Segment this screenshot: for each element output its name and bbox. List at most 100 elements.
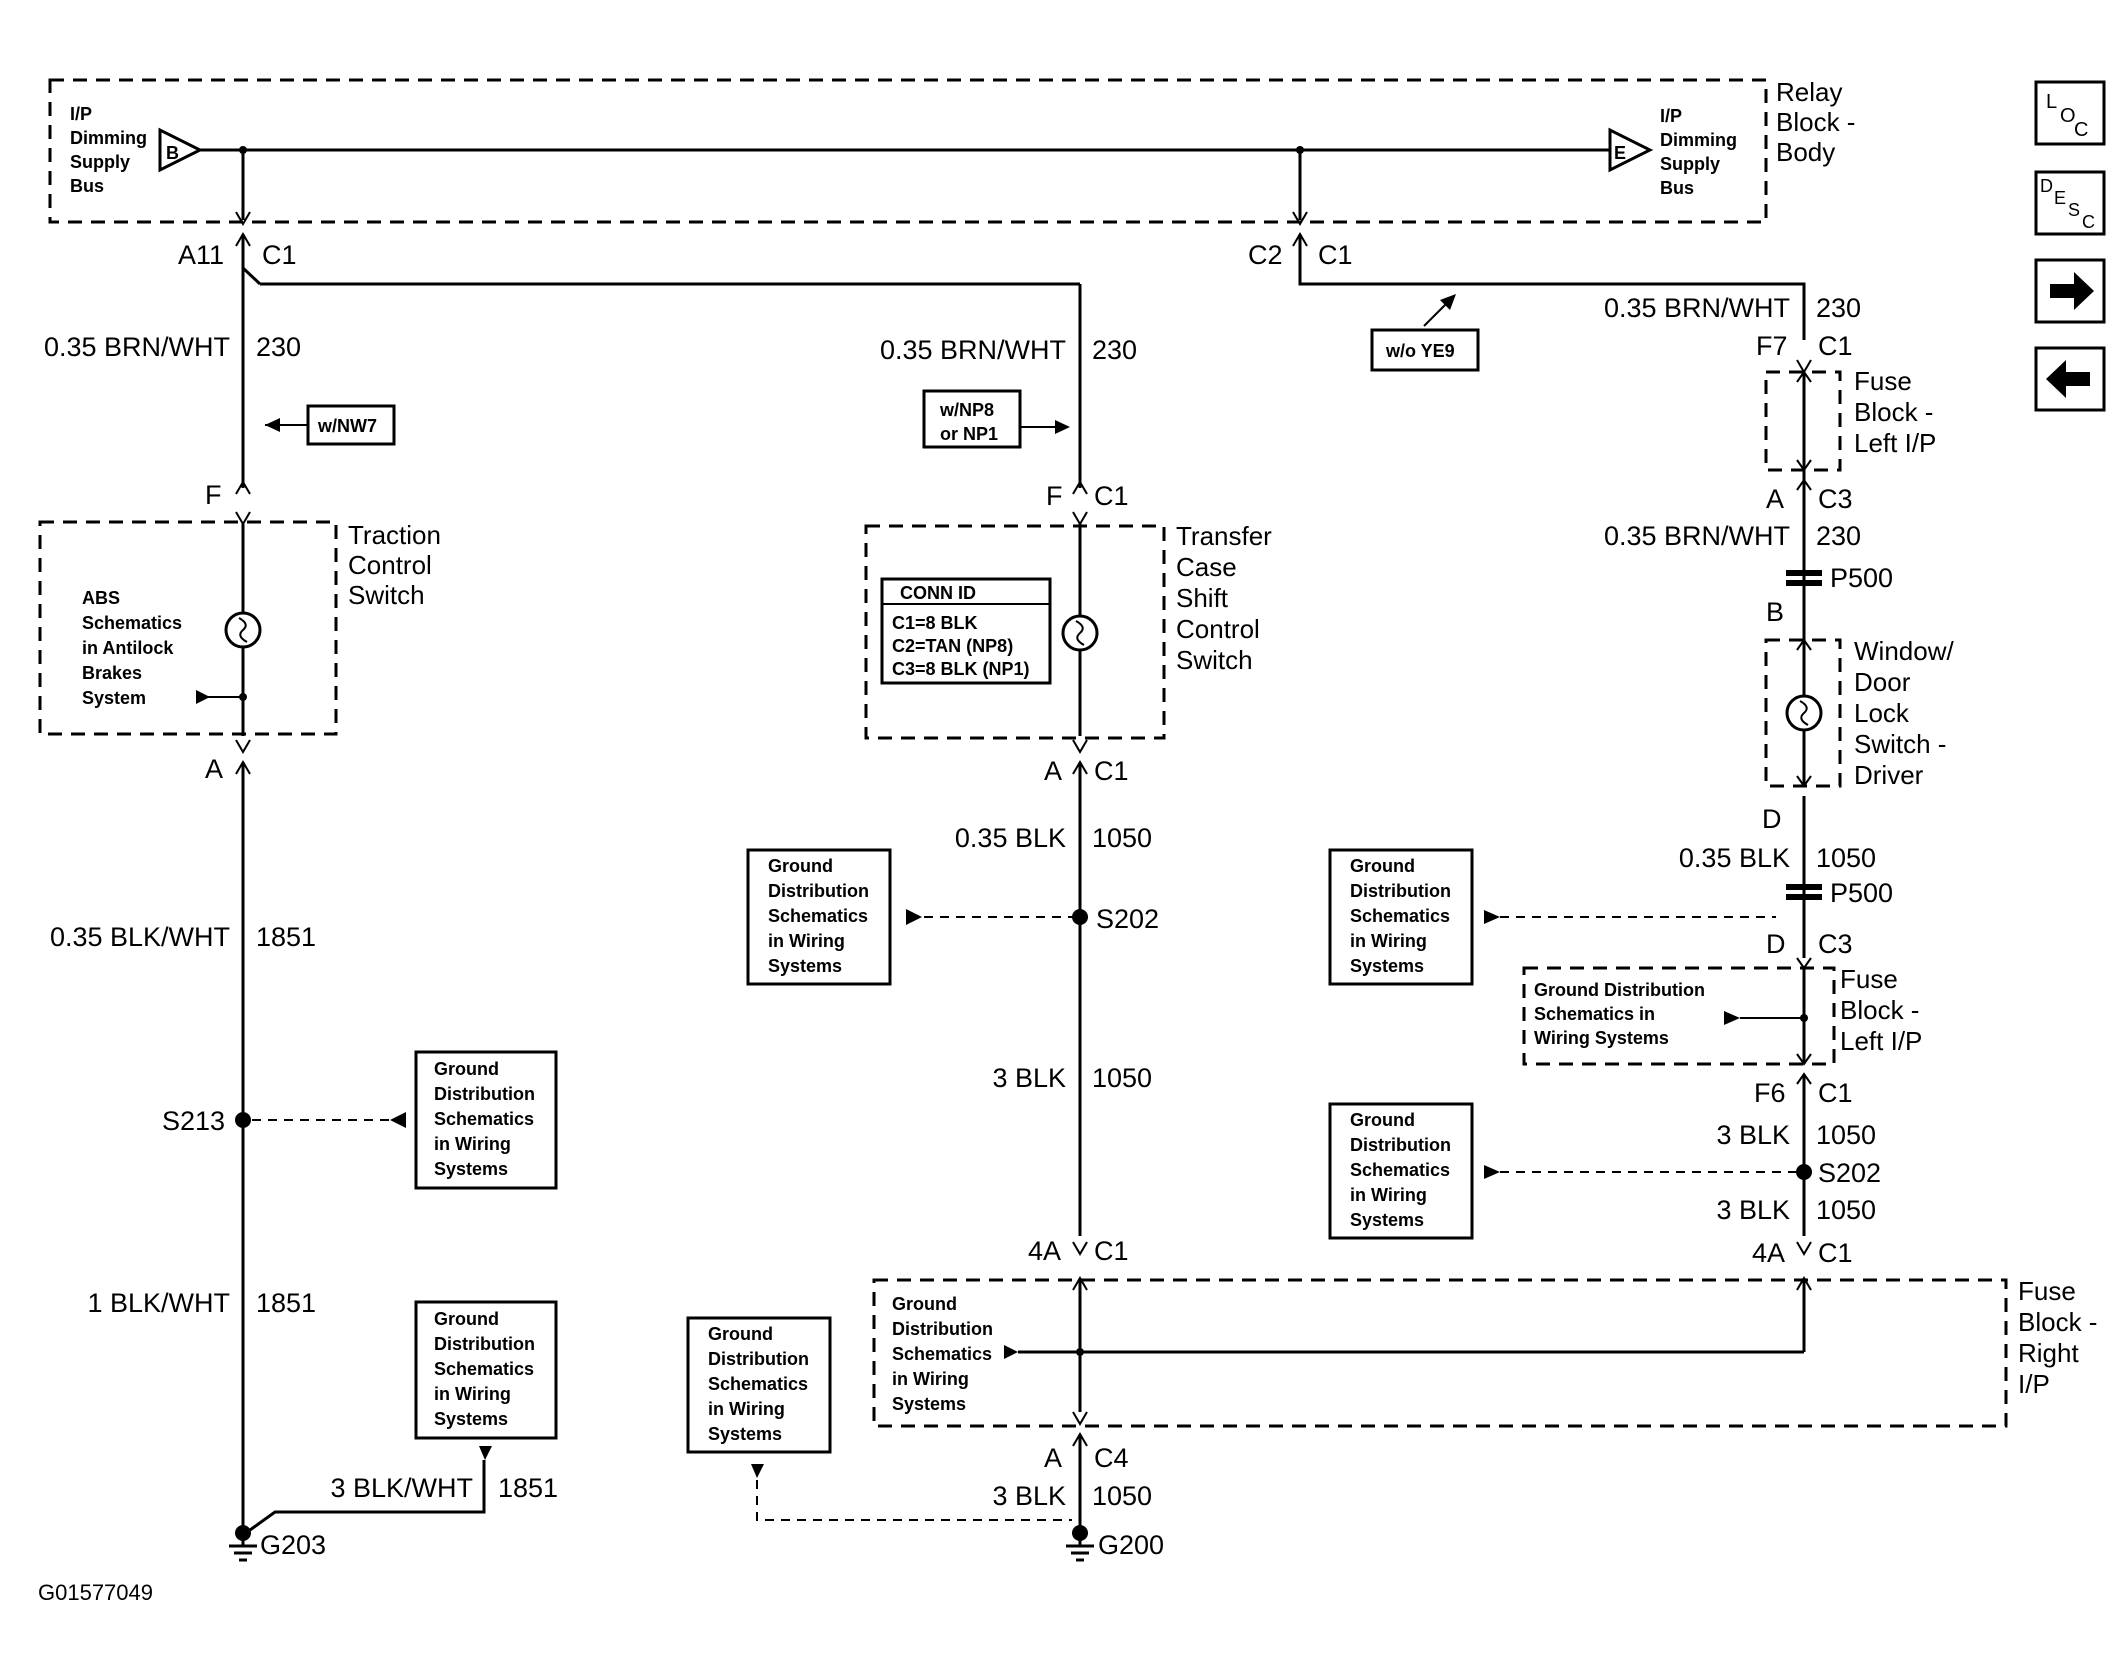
relay-block-title: Relay Block - Body [1776,77,1855,167]
component-label-line: Control [1176,614,1260,644]
bus-label-line: Supply [1660,154,1720,174]
reference-line: in Wiring [708,1399,785,1419]
reference-line: Distribution [434,1334,535,1354]
reference-line: Distribution [1350,1135,1451,1155]
connector-label: C4 [1094,1443,1129,1473]
component-label-line: Window/ [1854,636,1954,666]
circuit-label: 1050 [1092,1063,1152,1093]
nav-back-button[interactable] [2034,346,2106,412]
wire-size-label: 0.35 BRN/WHT [1604,293,1790,323]
circuit-label: 1851 [498,1473,558,1503]
ground-reference-text: Ground Distribution Schematics in Wiring… [892,1294,993,1414]
reference-arrow-icon [390,1112,406,1128]
option-label: w/o YE9 [1385,341,1455,361]
inline-connector-label: P500 [1830,563,1893,593]
circuit-label: 230 [256,332,301,362]
bus-label-line: Dimming [1660,130,1737,150]
forward-arrow-icon [2050,272,2094,310]
reference-line: Distribution [434,1084,535,1104]
ground-reference-text: Ground Distribution Schematics in Wiring… [434,1309,535,1429]
component-label-line: Block - [1854,397,1933,427]
connector-female-icon [1072,1411,1088,1426]
circuit-label: 1851 [256,1288,316,1318]
relay-block-title-line: Body [1776,137,1835,167]
ground-reference-box [746,848,892,986]
reference-line: Schematics [1350,1160,1450,1180]
connector-female-icon [1796,775,1812,788]
circuit-label: 1851 [256,922,316,952]
component-label-line: Fuse [2018,1276,2076,1306]
connector-female-icon [1796,1241,1812,1256]
reference-line: in Wiring [434,1134,511,1154]
nav-loc-button[interactable]: L O C [2034,80,2106,146]
switch-coil-icon [238,617,248,643]
pin-label: A [1044,756,1062,786]
connector-female-icon [1796,359,1812,374]
relay-block-title-line: Block - [1776,107,1855,137]
component-label-line: Switch [1176,645,1253,675]
ground-label: G203 [260,1530,326,1560]
relay-block-outline [48,78,1768,224]
wire-size-label: 0.35 BRN/WHT [880,335,1066,365]
conn-id-row: C2=TAN (NP8) [892,636,1013,656]
loc-letter: O [2060,105,2076,127]
connector-female-icon [1072,739,1088,754]
figure-id: G01577049 [38,1580,153,1605]
branch-window-door-lock: C2 C1 w/o YE9 0.35 BRN/WHT 230 F7 C1 Fus… [1248,150,1954,1352]
wire-segment [1298,234,1806,340]
reference-line: Schematics [1350,906,1450,926]
reference-arrow-icon [1724,1011,1740,1025]
transfer-case-switch-outline [864,524,1166,740]
relay-block-body: Relay Block - Body I/P Dimming Supply Bu… [48,77,1855,224]
reference-arrow-icon [906,909,922,925]
nav-desc-button[interactable]: D E S C [2034,170,2106,236]
component-label-line: Driver [1854,760,1924,790]
bus-label-line: Bus [70,176,104,196]
bus-label-line: I/P [1660,106,1682,126]
loc-letter: L [2046,91,2057,113]
reference-line: Systems [434,1409,508,1429]
ground-reference-box [1328,1102,1474,1240]
reference-line: in Wiring [768,931,845,951]
splice-label: S202 [1818,1158,1881,1188]
reference-line: Ground [1350,1110,1415,1130]
wire-size-label: 0.35 BLK [1679,843,1790,873]
relay-block-title-line: Relay [1776,77,1842,107]
component-label-line: Traction [348,520,441,550]
component-label-line: Control [348,550,432,580]
right-dimming-bus-label: I/P Dimming Supply Bus [1660,106,1737,198]
component-label-line: Switch - [1854,729,1946,759]
branch-transfer-case: 0.35 BRN/WHT 230 w/NP8 or NP1 F C1 Trans… [241,266,1272,1562]
abs-reference-text: ABS Schematics in Antilock Brakes System [82,588,182,708]
connector-male-icon [1796,370,1812,383]
component-label-line: Block - [2018,1307,2097,1337]
option-box [306,404,396,446]
reference-line: Systems [768,956,842,976]
reference-line: Ground [708,1324,773,1344]
left-dimming-bus-label: I/P Dimming Supply Bus [70,104,147,196]
wire-segment [249,1460,486,1532]
reference-line: Schematics [434,1109,534,1129]
reference-line: in Wiring [1350,1185,1427,1205]
conn-id-title: CONN ID [900,583,976,603]
connector-label: C1 [1818,1238,1853,1268]
circuit-label: 1050 [1092,1481,1152,1511]
connector-label: C1 [1318,240,1353,270]
nav-forward-button[interactable] [2034,258,2106,324]
connector-label: C1 [1094,1236,1129,1266]
ground-reference-text: Ground Distribution Schematics in Wiring… [1350,856,1451,976]
reference-line: Ground [434,1059,499,1079]
switch-coil-icon [1799,700,1809,726]
circuit-label: 230 [1816,293,1861,323]
desc-letter: S [2068,200,2080,220]
ground-reference-box [1328,848,1474,986]
ground-reference-text: Ground Distribution Schematics in Wiring… [768,856,869,976]
connector-label: C1 [1094,481,1129,511]
reference-arrow-icon [479,1446,492,1460]
wire-size-label: 0.35 BLK [955,823,1066,853]
reference-line: Distribution [768,881,869,901]
conn-id-row: C3=8 BLK (NP1) [892,659,1030,679]
reference-line: in Wiring [434,1384,511,1404]
pin-label: C2 [1248,240,1283,270]
component-label-line: Switch [348,580,425,610]
